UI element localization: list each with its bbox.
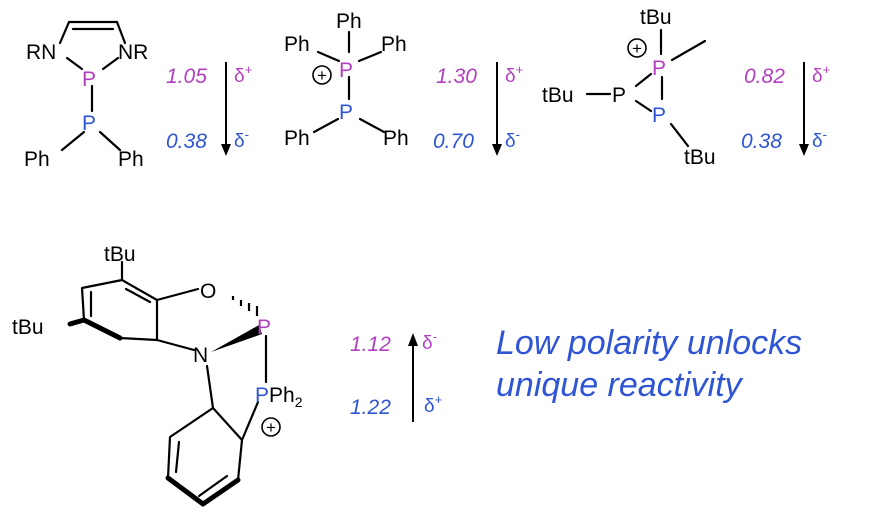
phosphorus-lower-label: P [652,104,666,127]
phenyl-top-label: Ph [336,10,362,33]
delta-upper-label: δ- [422,329,437,354]
phosphorus-lower-label: P [82,112,96,135]
charge-indicator: 1.12 1.22 δ- δ+ [350,329,442,422]
positive-charge-symbol: + [266,418,276,437]
bold-bonds [67,317,241,507]
phosphorus-cation-label: P [339,59,353,82]
charge-upper-value: 0.82 [744,65,785,88]
bond-lines [312,30,386,134]
charge-indicator: 1.05 0.38 δ+ δ- [166,62,252,156]
conclusion-line-2: unique reactivity [496,366,742,404]
bond-lines [585,28,707,148]
tbu-left-label: tBu [12,316,44,339]
bond-lines [80,260,268,506]
oxygen-label: O [200,280,216,303]
hashed-bond [231,296,259,316]
polarity-arrowhead-up [408,333,418,346]
phosphorus-phosphine-label: P [339,101,353,124]
charge-indicator: 1.30 0.70 δ+ δ- [433,62,523,156]
molecule-nhp-phosphine: RN NR P P Ph Ph 1.05 0.38 δ+ δ- [24,20,252,171]
rn-right-label: NR [118,41,148,64]
charge-lower-value: 0.38 [741,130,782,153]
tbu-top-label: tBu [640,6,672,29]
phenyl-lower-right-label: Ph [383,127,409,150]
delta-lower-label: δ- [234,127,249,152]
rn-left-label: RN [26,41,56,64]
phenyl-upper-left-label: Ph [284,33,310,56]
molecule-pnp-cation: tBu tBu O N P P Ph2 + 1.12 1.22 δ- δ+ [12,243,442,507]
polarity-arrowhead-down [799,144,809,156]
charge-indicator: 0.82 0.38 δ+ δ- [741,62,830,156]
delta-lower-label: δ- [812,127,827,152]
positive-charge-symbol: + [317,66,327,85]
tbu-top-label: tBu [104,243,136,266]
phosphorus-upper-label: P [257,316,271,339]
phosphorus-upper-label: P [82,68,96,91]
charge-upper-value: 1.30 [436,65,477,88]
delta-upper-label: δ+ [234,62,252,87]
delta-lower-label: δ- [505,127,520,152]
charge-lower-value: 1.22 [350,396,391,419]
conclusion-text: Low polarity unlocks unique reactivity [496,322,876,406]
charge-upper-value: 1.05 [166,65,207,88]
positive-charge-icon: + [312,65,332,85]
delta-lower-label: δ+ [424,392,442,417]
charge-upper-value: 1.12 [350,333,391,356]
phenyl-lower-left-label: Ph [284,127,310,150]
molecule-triphosphirenium: tBu + P tBu P P tBu 0.82 0.38 δ+ δ- [542,6,830,169]
phenyl-right-label: Ph [118,148,144,171]
charge-lower-value: 0.70 [433,130,474,153]
positive-charge-symbol: + [632,39,642,58]
nitrogen-label: N [193,344,208,367]
tbu-bottom-label: tBu [684,146,716,169]
phosphorus-left-label: P [612,84,626,107]
positive-charge-icon: + [627,38,647,58]
phosphorus-cation-label: P [652,57,666,80]
phosphorus-lower-label: P [255,384,269,407]
wedge-bond [211,325,262,352]
delta-upper-label: δ+ [812,62,830,87]
delta-upper-label: δ+ [505,62,523,87]
molecule-phosphinophosphonium: Ph Ph Ph P + P Ph Ph 1.30 0.70 δ+ δ- [284,10,523,156]
bond-lines [58,20,127,152]
phenyl-left-label: Ph [24,148,50,171]
diphenyl-label: Ph2 [269,384,303,410]
polarity-arrowhead-down [492,144,502,156]
polarity-arrowhead-down [221,144,231,156]
positive-charge-icon: + [261,417,281,437]
tbu-left-label: tBu [542,84,574,107]
charge-lower-value: 0.38 [166,130,207,153]
phenyl-upper-right-label: Ph [381,33,407,56]
conclusion-line-1: Low polarity unlocks [496,324,803,362]
